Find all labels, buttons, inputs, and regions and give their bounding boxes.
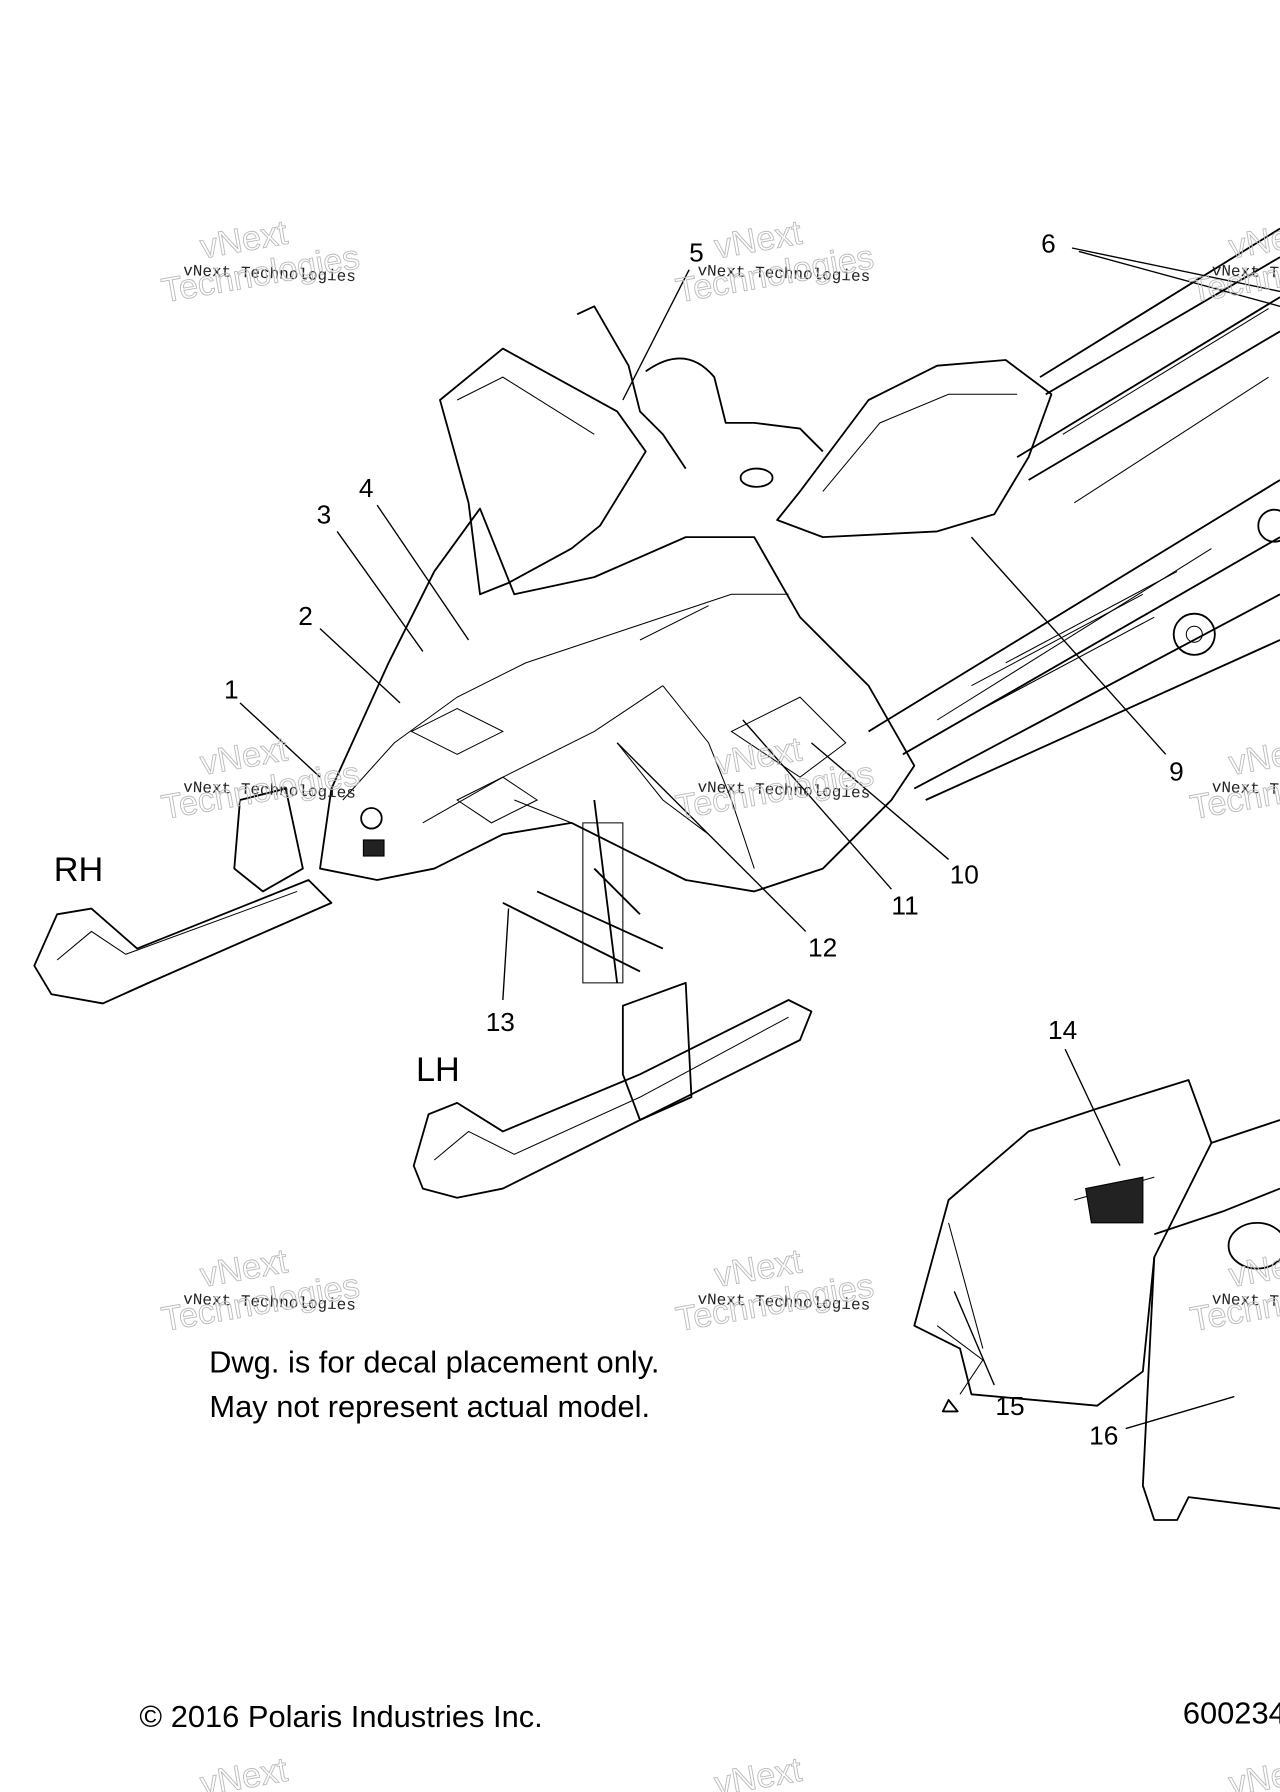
watermarks: vNext vNext Technologies Technologies vN…: [158, 213, 1280, 1792]
drawing-number: 600234: [1183, 1695, 1280, 1730]
watermark: vNext vNext Technologies Technologies: [1187, 730, 1280, 828]
callout-3: 3: [317, 499, 332, 529]
rh-label: RH: [54, 851, 103, 889]
callout-16: 16: [1089, 1421, 1118, 1451]
watermark: vNext vNext Technologies Technologies: [158, 1242, 363, 1340]
watermark: vNext vNext Technologies: [711, 1750, 805, 1792]
callout-10: 10: [950, 859, 979, 889]
callout-13: 13: [486, 1007, 515, 1037]
callout-2: 2: [298, 601, 313, 631]
callout-4: 4: [359, 473, 374, 503]
svg-text:vNext: vNext: [712, 1751, 805, 1792]
lh-label: LH: [416, 1051, 460, 1089]
callout-5: 5: [689, 238, 704, 268]
watermark: vNext vNext Technologies: [197, 1750, 291, 1792]
callout-1: 1: [224, 674, 239, 704]
note-line-2: May not represent actual model.: [209, 1389, 650, 1424]
note-line-1: Dwg. is for decal placement only.: [209, 1345, 659, 1380]
callout-numbers: 1 2 3 4 5 6 9 10 11 12 13 14 15 16: [224, 229, 1184, 1451]
watermark: vNext vNext Technologies: [1226, 1750, 1280, 1792]
snowmobile-drawing: [33, 227, 1280, 1521]
watermark: vNext vNext Technologies Technologies: [1187, 1242, 1280, 1340]
watermark: vNext vNext Technologies Technologies: [158, 730, 363, 828]
svg-text:vNext: vNext: [197, 1751, 290, 1792]
callout-14: 14: [1048, 1015, 1077, 1045]
callout-6: 6: [1041, 229, 1056, 259]
copyright: © 2016 Polaris Industries Inc.: [139, 1699, 542, 1734]
callout-11: 11: [891, 890, 918, 920]
callout-15: 15: [995, 1391, 1024, 1421]
leader-lines: [239, 247, 1280, 1430]
svg-text:vNext: vNext: [1226, 1751, 1280, 1792]
watermark: vNext vNext Technologies Technologies: [673, 730, 878, 828]
watermark: vNext vNext Technologies Technologies: [673, 1242, 878, 1340]
callout-12: 12: [808, 933, 837, 963]
callout-9: 9: [1169, 757, 1184, 787]
watermark: vNext vNext Technologies Technologies: [158, 213, 363, 311]
